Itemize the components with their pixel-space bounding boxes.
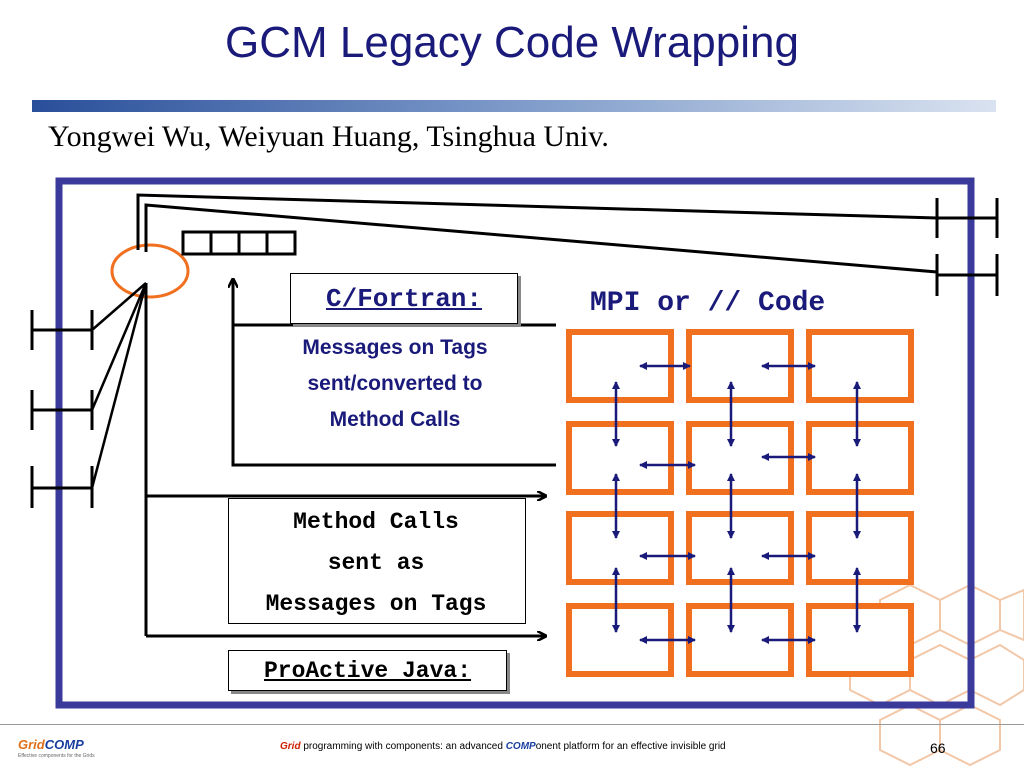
component-circle xyxy=(110,243,190,299)
proactive-java-box: ProActive Java: xyxy=(228,650,507,691)
method-calls-line: Messages on Tags xyxy=(265,591,487,617)
return-line-to-queue xyxy=(233,280,556,467)
right-port-symbols xyxy=(935,198,999,296)
messages-on-tags-line: sent/converted to xyxy=(307,372,483,395)
left-port-symbols xyxy=(30,310,94,508)
messages-on-tags-line: Method Calls xyxy=(329,408,461,431)
footer-tagline: Grid programming with components: an adv… xyxy=(280,741,726,752)
proactive-java-label: ProActive Java: xyxy=(263,657,472,684)
mpi-code-label: MPI or // Code xyxy=(590,288,826,319)
diagram-frame xyxy=(55,177,975,709)
messages-on-tags-line: Messages on Tags xyxy=(302,336,488,359)
method-calls-box xyxy=(228,498,526,624)
connector-lines-left xyxy=(90,282,148,489)
method-calls-line: sent as xyxy=(327,550,425,576)
mpi-process-grid xyxy=(566,329,914,677)
logo-subtitle: Effective components for the Grids xyxy=(18,753,95,759)
mpi-communication-arrows xyxy=(612,362,861,644)
footer-divider xyxy=(0,724,1024,725)
message-queue xyxy=(181,230,297,256)
gridcomp-logo: GridCOMP xyxy=(18,737,84,752)
page-number: 66 xyxy=(930,740,946,756)
title-underline-bar xyxy=(32,100,996,112)
slide-title: GCM Legacy Code Wrapping xyxy=(225,18,799,67)
c-fortran-box: C/Fortran: xyxy=(290,273,518,324)
connector-lines-right xyxy=(136,193,938,274)
method-calls-note: Method Calls sent as Messages on Tags xyxy=(228,502,524,625)
c-fortran-label: C/Fortran: xyxy=(325,283,483,314)
authors-line: Yongwei Wu, Weiyuan Huang, Tsinghua Univ… xyxy=(48,120,609,153)
method-calls-line: Method Calls xyxy=(293,509,459,535)
messages-on-tags-note: Messages on Tags sent/converted to Metho… xyxy=(265,330,525,438)
